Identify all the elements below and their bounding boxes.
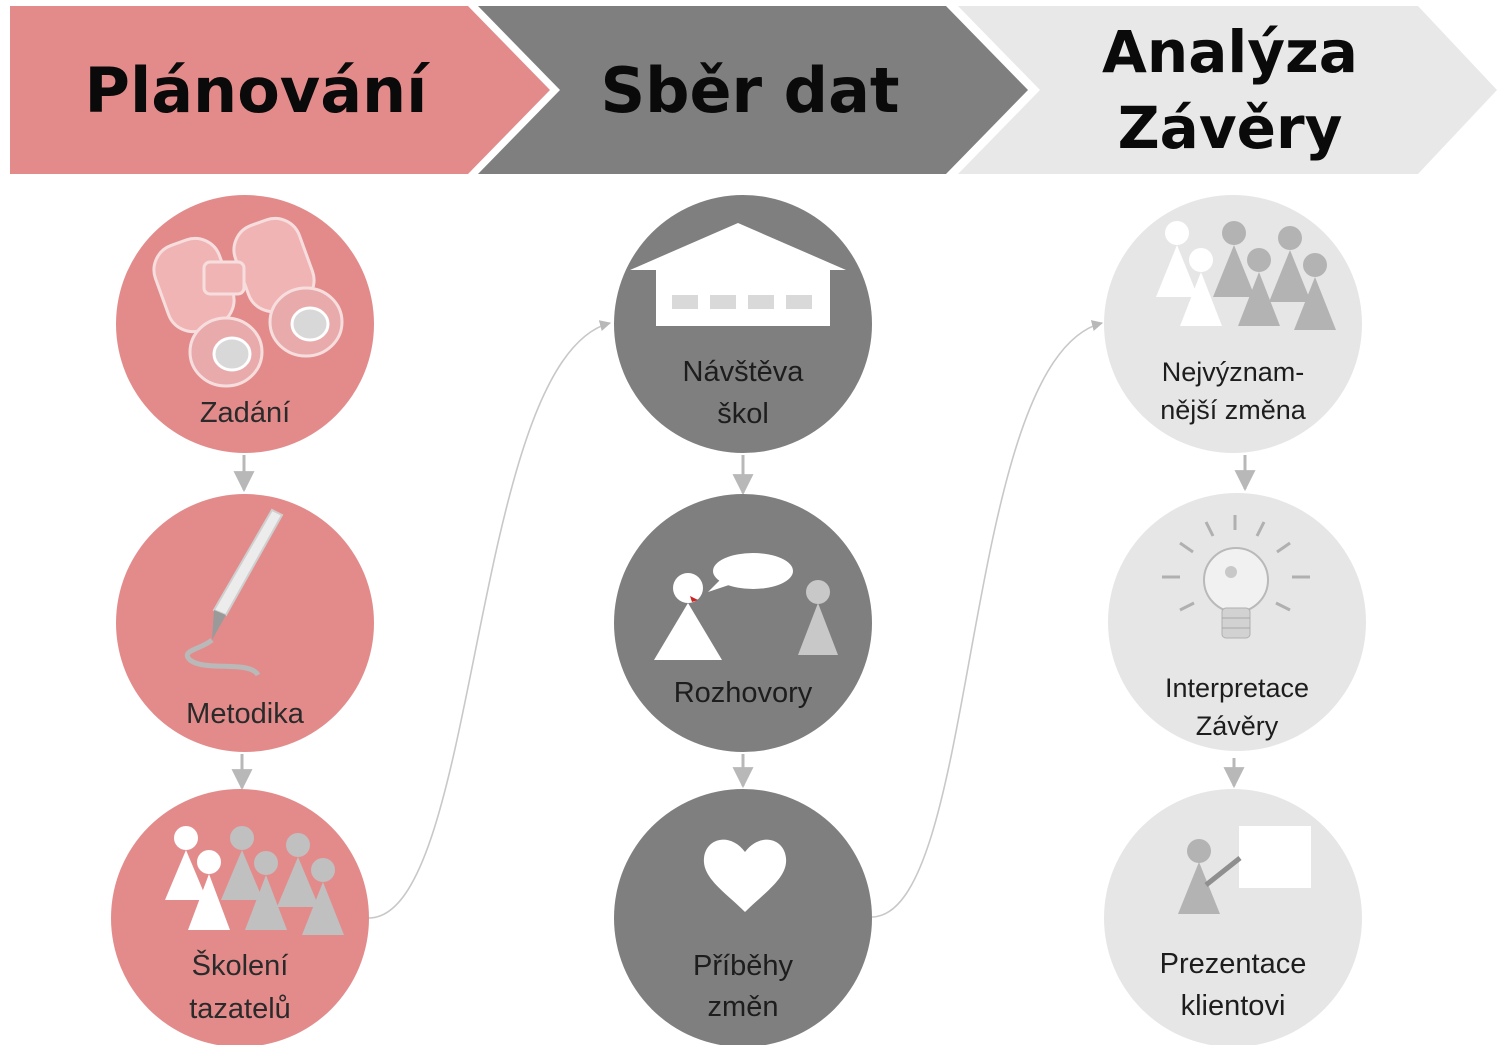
node-pribehy-zmen: Příběhy změn [614,789,872,1045]
node-label-rozhovory: Rozhovory [674,677,813,709]
node-label-navsteva-line2: škol [717,398,769,430]
node-label-skoleni-line1: Školení [192,948,289,982]
node-label-pribehy-line1: Příběhy [693,950,793,982]
phase-title-collection: Sběr dat [600,54,899,127]
vertical-connectors [231,455,1256,791]
people-group-icon [165,826,344,935]
node-navsteva-skol: Návštěva škol [614,195,872,453]
fountain-pen-icon [185,508,284,677]
node-interpretace: Interpretace Závěry [1108,493,1366,751]
node-label-navsteva-line1: Návštěva [683,356,805,388]
phase-title-analysis-line1: Analýza [1102,18,1358,86]
node-metodika: Metodika [116,494,374,752]
node-label-prezentace-line2: klientovi [1181,990,1286,1022]
phase-banner-planning [10,6,550,174]
node-label-pribehy-line2: změn [708,991,779,1023]
node-label-prezentace-line1: Prezentace [1160,948,1307,980]
node-skoleni: Školení tazatelů [111,789,369,1045]
phase-banner-collection [478,6,1028,174]
node-label-nejvyznam-line1: Nejvýznam- [1162,357,1305,387]
phase-title-planning: Plánování [85,54,431,127]
heart-icon [703,839,787,912]
node-prezentace: Prezentace klientovi [1104,789,1362,1045]
school-building-icon [630,223,846,326]
node-label-nejvyznam-line2: nější změna [1160,395,1307,425]
node-rozhovory: Rozhovory [614,494,872,752]
node-zadani: Zadání [116,195,374,453]
light-bulb-icon [1162,515,1310,639]
curve-pribehy-to-nejvyznamnejsi [871,320,1104,918]
people-group-icon [1156,221,1336,330]
node-label-interpretace-line1: Interpretace [1165,673,1309,703]
node-label-zadani: Zadání [200,397,290,429]
phase-title-analysis-line2: Závěry [1118,94,1343,162]
binoculars-icon [152,216,344,388]
node-label-metodika: Metodika [186,698,305,730]
node-nejvyznamnejsi-zmena: Nejvýznam- nější změna [1104,195,1362,453]
node-label-skoleni-line2: tazatelů [189,993,291,1025]
curve-skoleni-to-navsteva [367,320,612,919]
phase-banner-analysis [958,6,1497,174]
conversation-icon [654,553,838,660]
node-label-interpretace-line2: Závěry [1196,711,1279,741]
presenter-board-icon [1178,826,1311,914]
